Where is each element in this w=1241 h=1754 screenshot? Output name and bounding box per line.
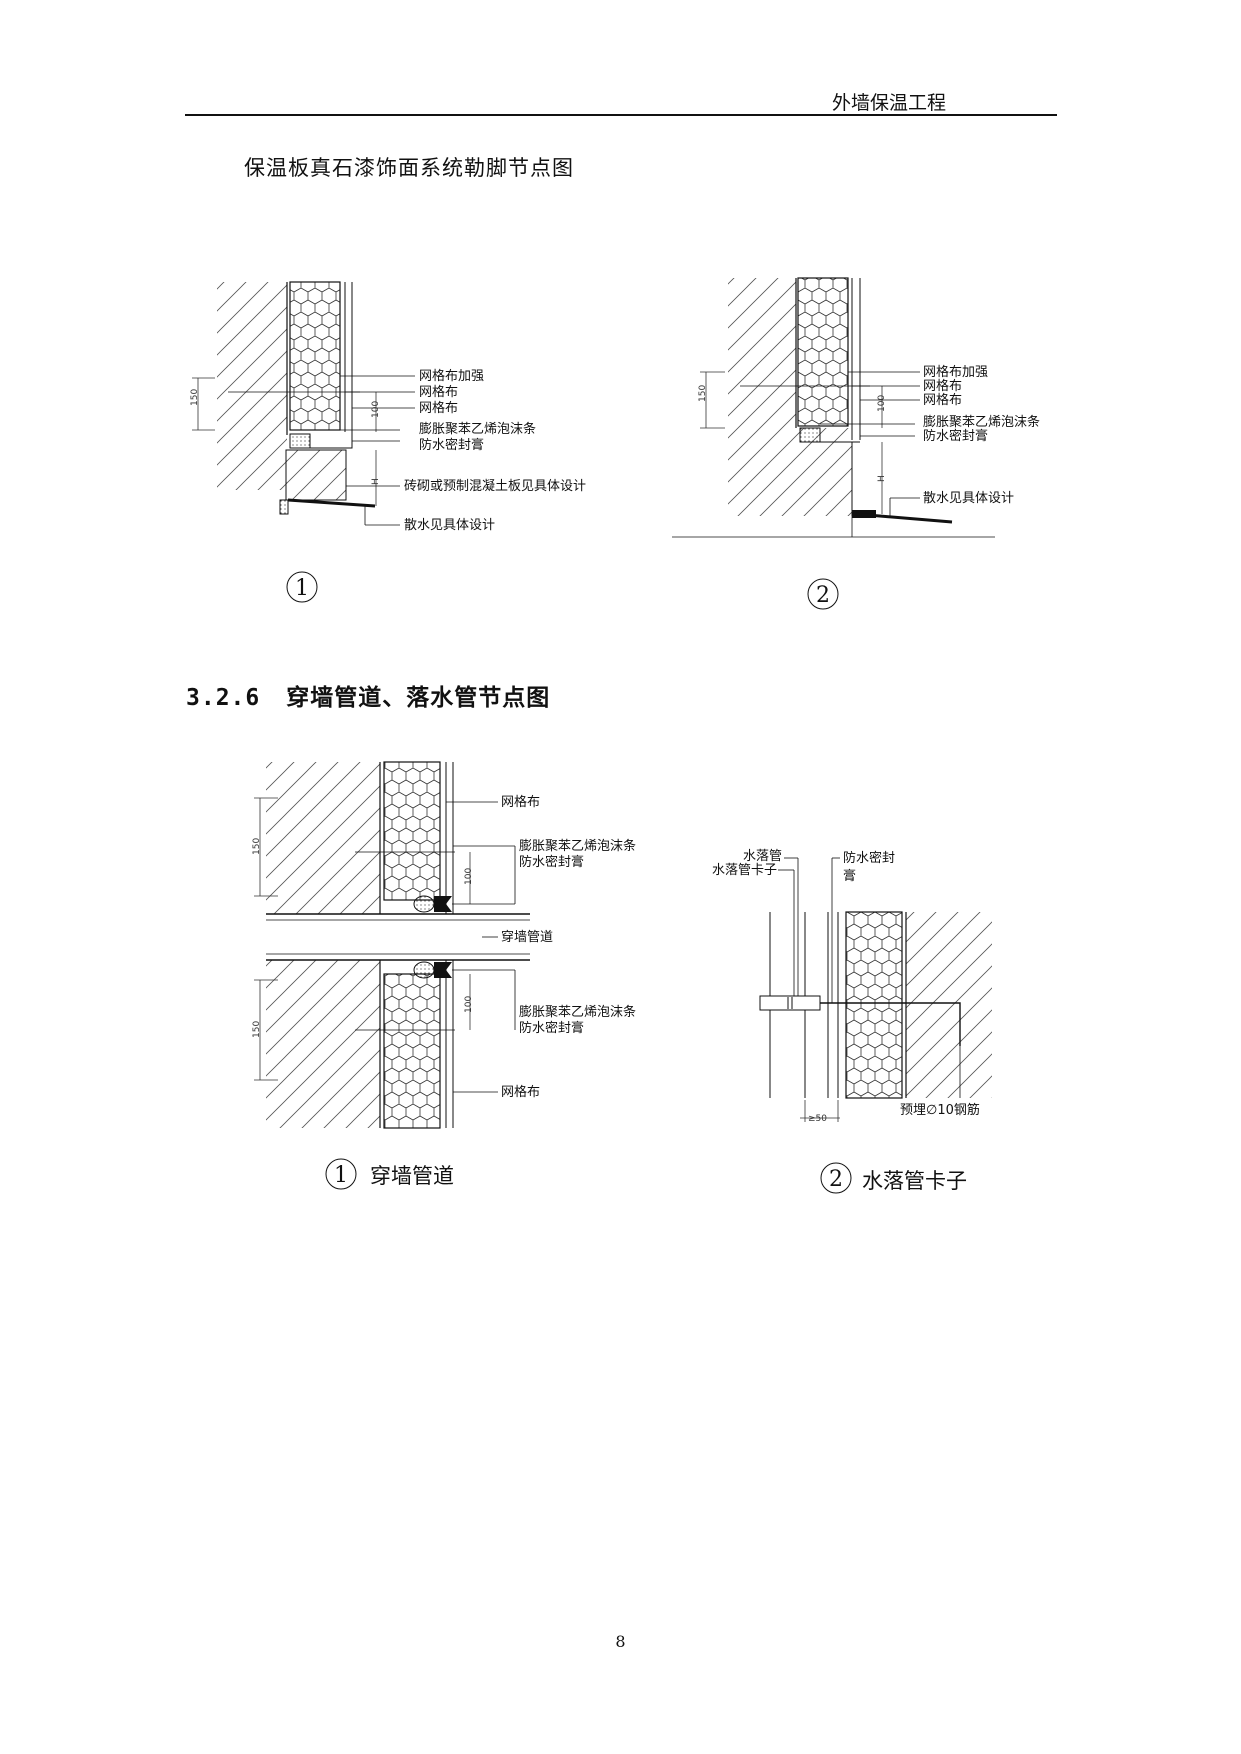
wall-hatch [728, 278, 796, 516]
fig4-caption-text: 水落管卡子 [862, 1169, 967, 1193]
fig1-dim-150: 150 [190, 389, 200, 406]
fig2-label-mesh-reinforced: 网格布加强 [923, 364, 988, 380]
fig2-dim-150: 150 [698, 385, 708, 402]
intro-title: 保温板真石漆饰面系统勒脚节点图 [244, 156, 574, 180]
fig1-label-masonry: 砖砌或预制混凝土板见具体设计 [404, 478, 586, 494]
fig1-dim-h: H [371, 478, 381, 485]
fig2-label-foam-strip: 膨胀聚苯乙烯泡沫条 [923, 414, 1040, 430]
fig3-dim-100-lower: 100 [464, 996, 474, 1013]
fig1-label-sealant: 防水密封膏 [419, 437, 484, 453]
fig1-label-apron: 散水见具体设计 [404, 518, 495, 533]
fig1-label-mesh-2: 网格布 [419, 400, 458, 416]
fig2-caption-number: 2 [816, 583, 830, 608]
fig4-label-rebar: 预埋∅10钢筋 [900, 1102, 980, 1118]
insulation-board [289, 281, 341, 431]
fig3-dim-100-upper: 100 [464, 868, 474, 885]
fig2-label-apron: 散水见具体设计 [923, 491, 1014, 506]
wall-hatch [906, 912, 992, 1098]
fig3-label-foam-lower: 膨胀聚苯乙烯泡沫条 [519, 1004, 636, 1020]
fig4-caption-number: 2 [829, 1167, 843, 1192]
wall-hatch-upper [266, 762, 380, 914]
fig4-label-sealant-2: 膏 [843, 868, 856, 884]
insulation-upper [383, 761, 441, 901]
fig3-label-mesh-upper: 网格布 [501, 794, 540, 810]
figure-4-drawing [759, 857, 992, 1122]
fig2-label-sealant: 防水密封膏 [923, 428, 988, 444]
header-rule [185, 114, 1057, 116]
fig4-label-clamp: 水落管卡子 [712, 863, 777, 878]
fig2-caption-circle [807, 578, 839, 610]
fig1-label-mesh-1: 网格布 [419, 384, 458, 400]
fig3-label-pipe: 穿墙管道 [501, 929, 553, 945]
page-number: 8 [615, 1632, 626, 1651]
masonry-plinth [285, 449, 347, 501]
fig3-caption-text: 穿墙管道 [370, 1164, 454, 1188]
fig1-label-mesh-reinforced: 网格布加强 [419, 368, 484, 384]
fig3-dim-150-lower: 150 [252, 1021, 262, 1038]
fig4-label-downpipe: 水落管 [743, 849, 782, 864]
fig3-label-foam-upper: 膨胀聚苯乙烯泡沫条 [519, 838, 636, 854]
fig3-label-mesh-lower: 网格布 [501, 1084, 540, 1100]
fig3-label-sealant-upper: 防水密封膏 [519, 854, 584, 870]
fig3-dim-150-upper: 150 [252, 838, 262, 855]
foam-strip [799, 427, 821, 443]
fig1-caption-number: 1 [295, 576, 309, 601]
section-heading: 3.2.6 穿墙管道、落水管节点图 [186, 678, 550, 712]
foam-strip [289, 433, 311, 449]
fig2-dim-100: 100 [877, 395, 887, 412]
pipe-clamp [759, 995, 821, 1011]
insulation-lower [383, 973, 441, 1129]
section-title: 穿墙管道、落水管节点图 [286, 684, 551, 711]
fig1-label-foam-strip: 膨胀聚苯乙烯泡沫条 [419, 421, 536, 437]
fig2-label-mesh-2: 网格布 [923, 392, 962, 408]
embedded-rebar [820, 1002, 961, 1046]
figure-1-drawing [192, 281, 415, 526]
figure-2-drawing [672, 277, 995, 538]
fig3-caption-circle [325, 1158, 357, 1190]
fig2-label-mesh-1: 网格布 [923, 378, 962, 394]
figure-3-drawing [254, 761, 530, 1129]
fig4-dim-50: ≥50 [808, 1114, 827, 1124]
apron [855, 512, 953, 524]
fig1-caption-circle [286, 571, 318, 603]
apron [287, 498, 376, 508]
fig3-label-sealant-lower: 防水密封膏 [519, 1020, 584, 1036]
fig2-dim-h: H [877, 475, 887, 482]
insulation-board [797, 277, 849, 427]
wall-hatch [217, 282, 287, 490]
base-hatch [796, 428, 852, 516]
fig3-caption-number: 1 [334, 1163, 348, 1188]
section-number: 3.2.6 [186, 685, 261, 711]
fig4-label-sealant-1: 防水密封 [843, 850, 895, 866]
fig4-caption-circle [820, 1162, 852, 1194]
header-title: 外墙保温工程 [831, 92, 946, 114]
wall-hatch-lower [266, 960, 380, 1128]
insulation-board [845, 911, 903, 1099]
fig1-dim-100: 100 [371, 401, 381, 418]
